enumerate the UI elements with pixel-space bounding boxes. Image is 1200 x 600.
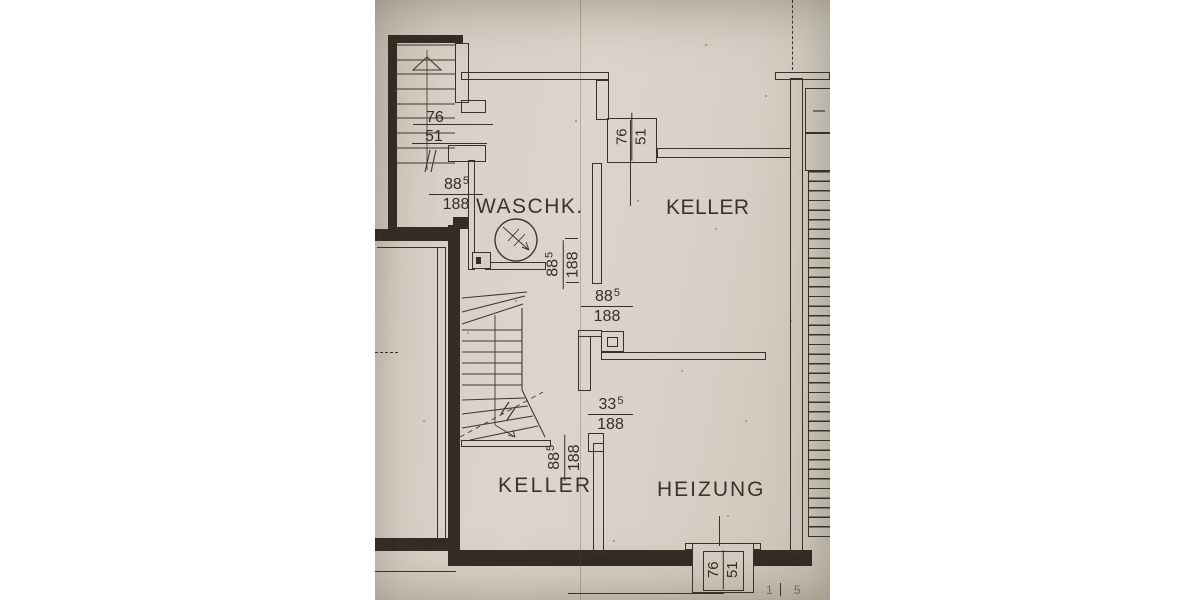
wall-segment bbox=[775, 72, 830, 80]
stair-walking-line bbox=[459, 391, 544, 438]
dim-keller-upper-window: 76 51 bbox=[613, 112, 650, 161]
wall-segment bbox=[596, 80, 609, 120]
dim-waschk-inner: 885 188 bbox=[544, 240, 583, 290]
wall-segment bbox=[607, 118, 657, 163]
section-line bbox=[792, 0, 794, 70]
wall-segment bbox=[578, 336, 591, 391]
photo-speck bbox=[423, 420, 425, 422]
dim-heizung-passage: 335 188 bbox=[588, 395, 633, 434]
wall-segment bbox=[437, 247, 446, 539]
dim-keller-upper-door: 885 188 bbox=[581, 287, 633, 326]
wall-segment bbox=[448, 145, 486, 162]
room-label-waschk: WASCHK. bbox=[476, 195, 584, 218]
wall-segment bbox=[601, 331, 624, 352]
floor-plan-photo: WASCHK. KELLER KELLER HEIZUNG 76 51 885 … bbox=[375, 0, 830, 600]
thin-line bbox=[568, 593, 724, 595]
thin-line bbox=[780, 583, 781, 596]
wall-segment bbox=[461, 440, 551, 447]
wall-segment bbox=[790, 78, 803, 554]
photo-speck bbox=[790, 320, 792, 322]
washing-machine-icon bbox=[494, 218, 538, 262]
section-line bbox=[375, 352, 398, 354]
wall-segment bbox=[588, 433, 604, 452]
photo-speck bbox=[765, 95, 767, 97]
photo-speck bbox=[745, 420, 747, 422]
wall-segment bbox=[388, 35, 397, 241]
wall-segment bbox=[461, 72, 609, 80]
photo-speck bbox=[613, 540, 615, 542]
wall-segment bbox=[397, 227, 448, 241]
dim-heizung-window: 76 51 bbox=[705, 550, 741, 590]
wall-segment bbox=[805, 133, 830, 171]
wall-segment bbox=[461, 100, 486, 113]
wall-segment bbox=[388, 35, 463, 43]
thin-line bbox=[565, 238, 578, 239]
photo-speck bbox=[705, 44, 707, 46]
wall-segment bbox=[448, 225, 460, 555]
photo-speck bbox=[625, 563, 627, 565]
stair-direction-arrow-icon bbox=[411, 56, 443, 71]
photo-speck bbox=[727, 515, 729, 517]
thin-line bbox=[566, 282, 579, 283]
wall-segment bbox=[593, 443, 604, 554]
door-post-mark bbox=[476, 257, 481, 264]
wall-segment bbox=[468, 160, 475, 270]
thin-line bbox=[630, 120, 631, 206]
wall-segment bbox=[601, 352, 766, 360]
wall-segment bbox=[657, 148, 791, 158]
room-label-keller-upper: KELLER bbox=[666, 196, 750, 219]
stair-treads-upper bbox=[397, 44, 455, 164]
thin-line bbox=[377, 247, 439, 249]
wall-segment bbox=[592, 163, 602, 284]
floor-plan-lineart bbox=[397, 44, 825, 441]
photo-speck bbox=[467, 332, 469, 334]
dim-edge-fragment: 1 5 bbox=[766, 583, 810, 597]
photo-fold-crease bbox=[580, 0, 582, 600]
photo-speck bbox=[575, 120, 577, 122]
dim-stair-door-height: 51 bbox=[425, 128, 443, 145]
wall-segment bbox=[607, 337, 618, 347]
wall-segment bbox=[485, 262, 546, 270]
thin-line bbox=[719, 516, 720, 546]
photo-speck bbox=[515, 300, 517, 302]
room-label-keller-lower: KELLER bbox=[498, 474, 593, 497]
photo-speck bbox=[675, 482, 677, 484]
photo-speck bbox=[637, 200, 639, 202]
winder-stair bbox=[461, 291, 546, 441]
wall-segment bbox=[455, 43, 469, 103]
photo-speck bbox=[715, 228, 717, 230]
room-label-heizung: HEIZUNG bbox=[657, 478, 766, 501]
door-box-heizung-window-inner bbox=[703, 551, 744, 591]
thin-line bbox=[375, 571, 456, 573]
wall-segment bbox=[375, 229, 404, 241]
dim-keller-lower-door: 885 188 bbox=[545, 434, 584, 481]
thin-line bbox=[412, 143, 487, 145]
wall-segment bbox=[805, 88, 830, 133]
neighbor-stair-hatch bbox=[808, 171, 830, 537]
dim-stair-door-width: 76 bbox=[426, 109, 444, 126]
stair-break-mark bbox=[424, 149, 437, 173]
wall-segment bbox=[375, 538, 451, 551]
thin-line bbox=[413, 124, 493, 126]
photo-speck bbox=[681, 370, 683, 372]
wall-segment bbox=[448, 550, 812, 566]
dim-waschk-entry: 885 188 bbox=[429, 175, 483, 214]
door-post-box bbox=[472, 252, 491, 269]
